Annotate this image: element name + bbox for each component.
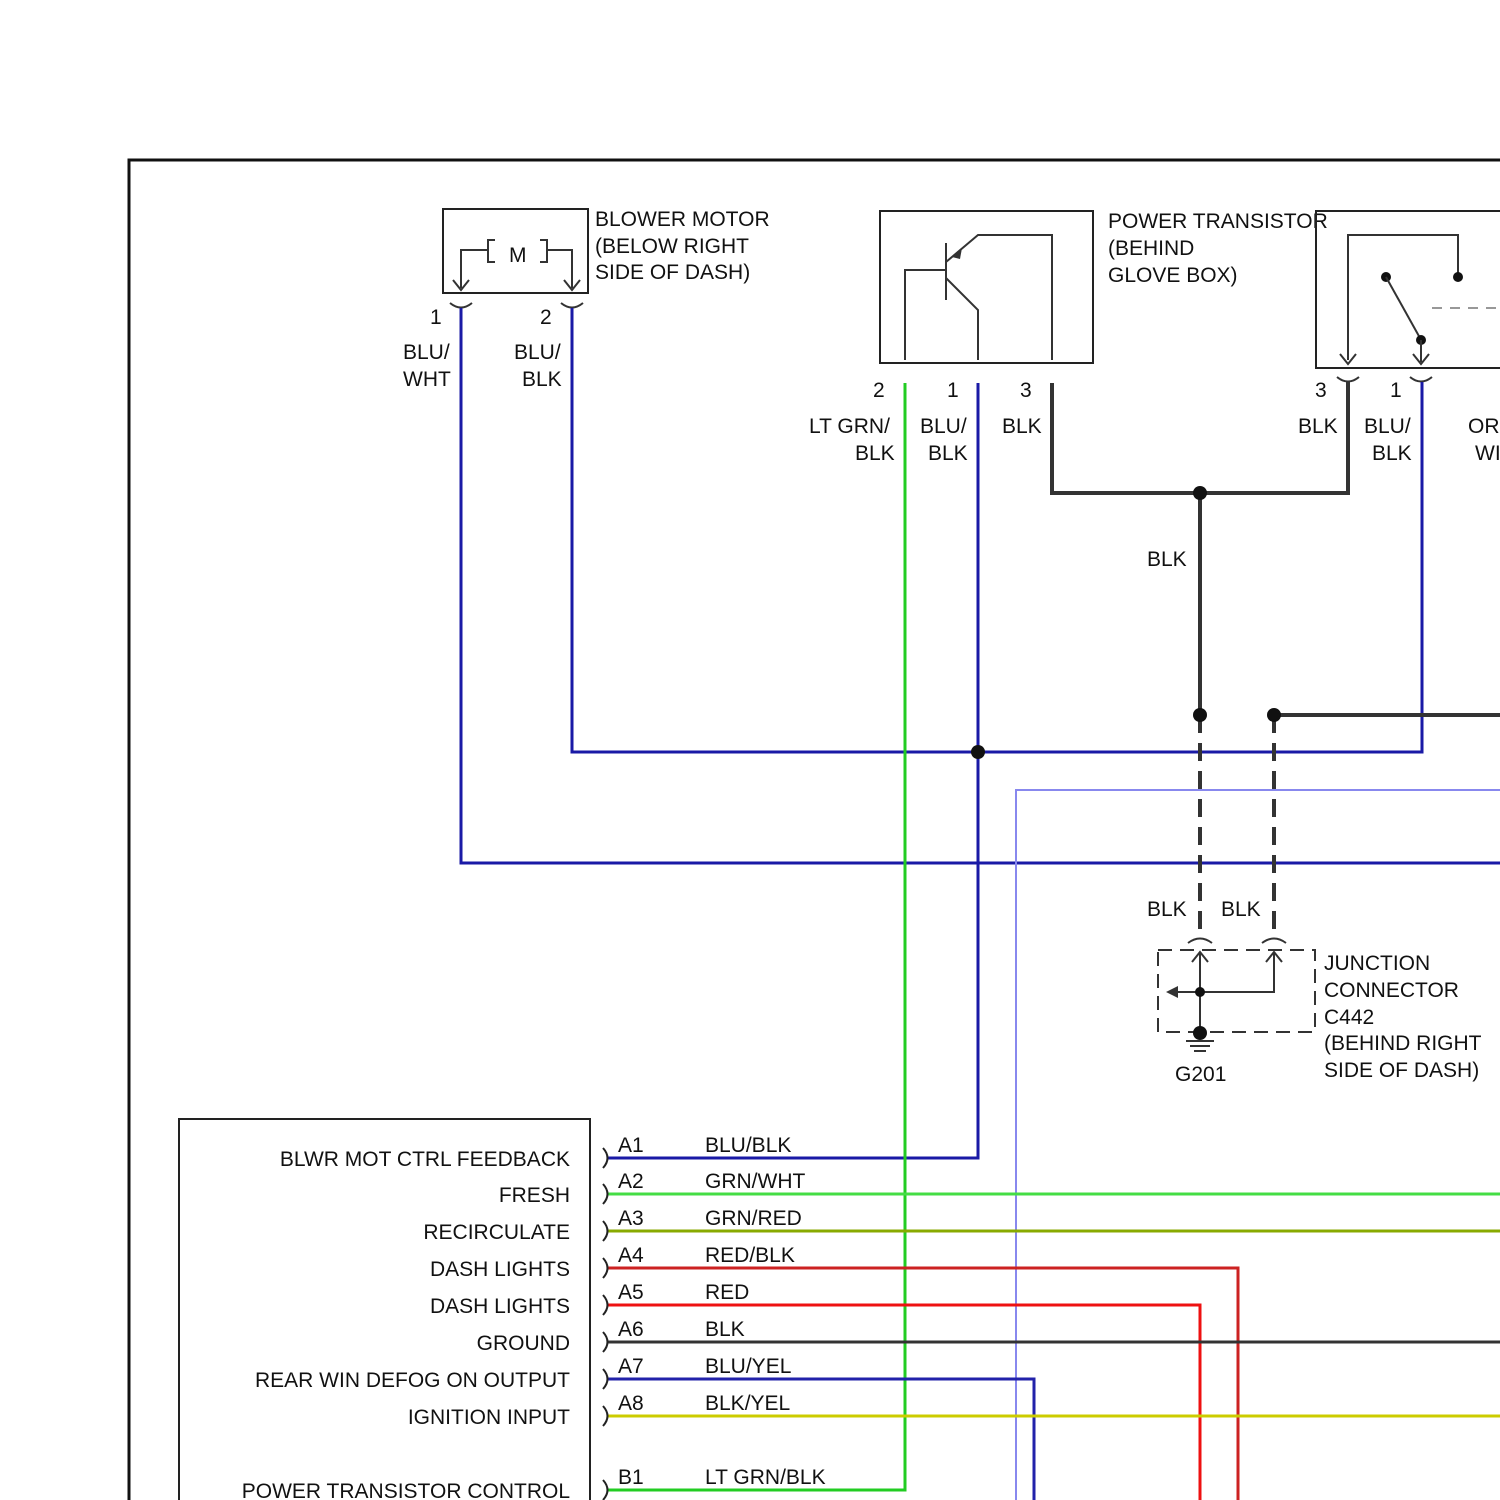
pin-label-a6: GROUND	[477, 1332, 570, 1355]
pin-connector-a7	[603, 1369, 608, 1389]
blower-motor-title-2: (BELOW RIGHT	[595, 235, 749, 258]
wires	[461, 308, 1500, 1500]
pin-wire-b1: LT GRN/BLK	[705, 1466, 826, 1489]
pin-wire-a4: RED/BLK	[705, 1244, 795, 1267]
power-transistor-title-3: GLOVE BOX)	[1108, 264, 1238, 287]
pin-label-a3: RECIRCULATE	[423, 1221, 570, 1244]
pin-label-a4: DASH LIGHTS	[430, 1258, 570, 1281]
pin-wire-a2: GRN/WHT	[705, 1170, 805, 1193]
pin-connector-b1	[603, 1480, 608, 1500]
ground-label: G201	[1175, 1063, 1226, 1086]
pin-label-a2: FRESH	[499, 1184, 570, 1207]
pin-id-a2: A2	[618, 1170, 644, 1193]
junction-label-1: JUNCTION	[1324, 952, 1430, 975]
pin-id-a6: A6	[618, 1318, 644, 1341]
power-transistor-box	[880, 211, 1093, 363]
pin-id-a8: A8	[618, 1392, 644, 1415]
junction-label-2: CONNECTOR	[1324, 979, 1459, 1002]
wire-lt-grn-blk	[608, 383, 905, 1490]
blower-motor-title-3: SIDE OF DASH)	[595, 261, 750, 284]
blower-motor-title-1: BLOWER MOTOR	[595, 208, 770, 231]
blower-wire1-line2: WHT	[403, 368, 451, 391]
pin-connector-a2	[603, 1184, 608, 1204]
wire-blu-blk-blower	[572, 308, 1422, 752]
blk-left-label: BLK	[1147, 898, 1187, 921]
pin-wire-a6: BLK	[705, 1318, 745, 1341]
power-transistor-title-2: (BEHIND	[1108, 237, 1194, 260]
blower-motor: M BLOWER MOTOR (BELOW RIGHT SIDE OF DASH…	[403, 208, 770, 391]
pin-label-a7: REAR WIN DEFOG ON OUTPUT	[255, 1369, 570, 1392]
pin-label-a1: BLWR MOT CTRL FEEDBACK	[280, 1148, 570, 1171]
power-transistor: POWER TRANSISTOR (BEHIND GLOVE BOX) 2 1 …	[809, 210, 1328, 465]
pin-id-a3: A3	[618, 1207, 644, 1230]
relay-wire-cut-line1: OR	[1468, 415, 1500, 438]
pin-id-b1: B1	[618, 1466, 644, 1489]
blower-pin-1: 1	[430, 306, 442, 329]
blk-right-label: BLK	[1221, 898, 1261, 921]
transistor-wire-pin1-line1: BLU/	[920, 415, 967, 438]
splice-blk-right	[1267, 708, 1281, 722]
junction-label-4: (BEHIND RIGHT	[1324, 1032, 1482, 1055]
pin-id-a1: A1	[618, 1134, 644, 1157]
motor-symbol: M	[509, 244, 527, 267]
pin-connector-a5	[603, 1295, 608, 1315]
relay-wire-pin1-line2: BLK	[1372, 442, 1412, 465]
blower-wire1-line1: BLU/	[403, 341, 450, 364]
transistor-pin-1: 1	[947, 379, 959, 402]
junction-label-3: C442	[1324, 1006, 1374, 1029]
pin-label-a5: DASH LIGHTS	[430, 1295, 570, 1318]
diagram-frame	[129, 160, 1500, 1500]
junction-connector: G201 JUNCTION CONNECTOR C442 (BEHIND RIG…	[1158, 939, 1482, 1087]
relay-pin-1: 1	[1390, 379, 1402, 402]
pin-wire-a1: BLU/BLK	[705, 1134, 791, 1157]
pin-connector-a4	[603, 1258, 608, 1278]
pin-wire-a7: BLU/YEL	[705, 1355, 791, 1378]
transistor-pin-2: 2	[873, 379, 885, 402]
transistor-wire-pin2-line1: LT GRN/	[809, 415, 890, 438]
pin-connector-a8	[603, 1406, 608, 1426]
transistor-pin-3: 3	[1020, 379, 1032, 402]
splices	[971, 486, 1281, 759]
wire-blu-blk-feedback	[608, 383, 978, 1158]
splice-blk-left	[1193, 708, 1207, 722]
transistor-wire-pin2-line2: BLK	[855, 442, 895, 465]
pin-label-b1: POWER TRANSISTOR CONTROL	[242, 1480, 570, 1500]
blower-pin-2: 2	[540, 306, 552, 329]
pin-label-a8: IGNITION INPUT	[408, 1406, 570, 1429]
relay-wire-cut-line2: WI	[1475, 442, 1500, 465]
junction-label-5: SIDE OF DASH)	[1324, 1059, 1479, 1082]
pin-connector-a3	[603, 1221, 608, 1241]
blower-wire2-line2: BLK	[522, 368, 562, 391]
splice-blk-top	[1193, 486, 1207, 500]
pin-id-a4: A4	[618, 1244, 644, 1267]
pin-connector-a6	[603, 1332, 608, 1352]
transistor-wire-pin1-line2: BLK	[928, 442, 968, 465]
wire-blu-wht	[461, 308, 1500, 863]
relay-wire-pin1-line1: BLU/	[1364, 415, 1411, 438]
pin-id-a7: A7	[618, 1355, 644, 1378]
relay-wire-pin3: BLK	[1298, 415, 1338, 438]
splice-blu-blk	[971, 745, 985, 759]
pin-wire-a8: BLK/YEL	[705, 1392, 790, 1415]
pin-id-a5: A5	[618, 1281, 644, 1304]
pin-connector-a1	[603, 1148, 608, 1168]
blk-mid-label: BLK	[1147, 548, 1187, 571]
wire-red-blk	[608, 1268, 1238, 1500]
pin-wire-a3: GRN/RED	[705, 1207, 802, 1230]
relay-component: 3 1 BLK BLU/ BLK OR WI	[1298, 211, 1500, 465]
pin-wire-a5: RED	[705, 1281, 749, 1304]
transistor-wire-pin3: BLK	[1002, 415, 1042, 438]
wire-violet	[1016, 790, 1500, 1500]
relay-pin-3: 3	[1315, 379, 1327, 402]
power-transistor-title-1: POWER TRANSISTOR	[1108, 210, 1328, 233]
blower-wire2-line1: BLU/	[514, 341, 561, 364]
